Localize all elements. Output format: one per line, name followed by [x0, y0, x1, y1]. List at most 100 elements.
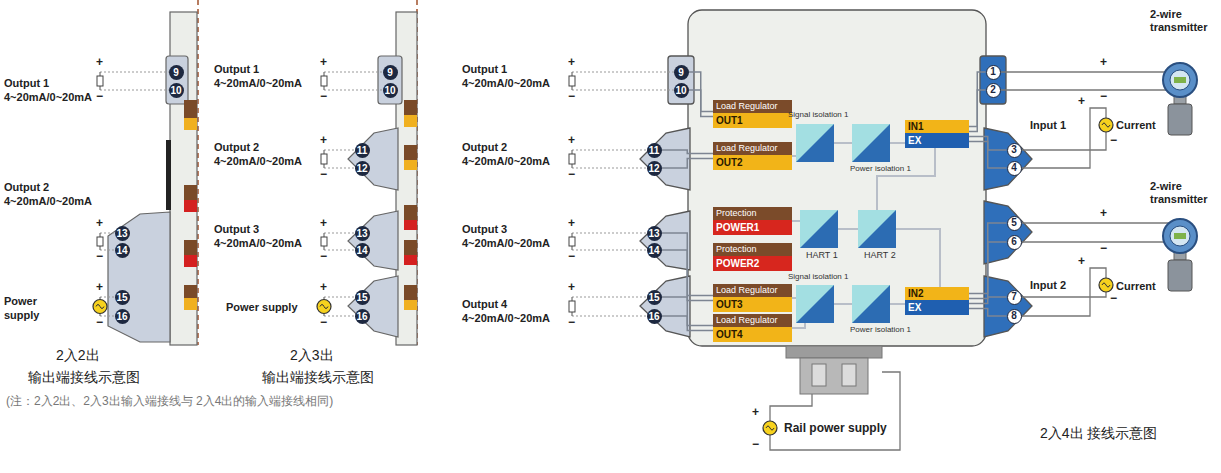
polarity-sign: + [320, 134, 327, 146]
drawing-part [404, 160, 417, 170]
resistor-symbol [569, 301, 575, 312]
signal-label: 4~20mA/0~20mA [214, 236, 302, 250]
terminal: 13 [647, 226, 662, 241]
drawing-part [348, 276, 398, 337]
terminal: 9 [383, 65, 398, 80]
drawing-part [770, 394, 812, 421]
signal-label: 4~20mA/0~20mA [4, 194, 92, 208]
figure-caption: 2入4出 接线示意图 [1040, 424, 1157, 442]
drawing-part [770, 372, 900, 450]
drawing-part [166, 140, 171, 210]
drawing-part [688, 10, 986, 346]
polarity-sign: + [320, 217, 327, 229]
terminal: 10 [674, 83, 689, 98]
connector [969, 309, 1007, 317]
drawing-part [842, 364, 856, 386]
block-tag: OUT2 [713, 155, 792, 170]
signal-label: Input 1 [1030, 118, 1066, 132]
polarity-sign: − [320, 90, 327, 102]
signal-label: Rail power supply [784, 421, 887, 435]
polarity-sign: + [96, 281, 103, 293]
signal-label: Output 1 [462, 62, 507, 76]
connector [662, 316, 714, 331]
drawing-part [1022, 292, 1107, 297]
signal-label: 4~20mA/0~20mA [4, 90, 92, 104]
signal-label: 4~20mA/0~20mA [214, 76, 302, 90]
block-tag: OUT4 [713, 327, 792, 342]
device-label: 2-wire transmitter [1150, 8, 1216, 34]
polarity-sign: + [568, 134, 575, 146]
terminal-number: 14 [116, 245, 127, 256]
power-supply-symbol [317, 300, 331, 314]
terminal: 9 [674, 65, 689, 80]
terminal: 15 [355, 290, 370, 305]
signal-label: Current [1116, 279, 1156, 293]
function-block: Load RegulatorOUT2 [713, 142, 792, 170]
polarity-sign: + [568, 217, 575, 229]
block-tag: OUT1 [713, 113, 792, 128]
terminal: 4 [1007, 161, 1022, 176]
polarity-sign: + [320, 281, 327, 293]
polarity-sign: − [568, 316, 575, 328]
terminal: 16 [115, 309, 130, 324]
signal-label: Output 2 [214, 140, 259, 154]
drawing-part [184, 100, 197, 118]
function-block: Load RegulatorOUT3 [713, 284, 792, 312]
terminal: 10 [383, 83, 398, 98]
part-label: Power isolation 1 [850, 164, 911, 174]
drawing-part [1022, 132, 1107, 150]
current-source-symbol [1099, 118, 1113, 132]
drawing-part [184, 255, 197, 267]
current-source-symbol [1099, 278, 1113, 292]
figure-caption: 2入2出 [56, 346, 100, 364]
resistor-symbol [569, 76, 575, 86]
terminal-number: 16 [648, 311, 659, 322]
terminal-number: 13 [648, 228, 659, 239]
terminal: 13 [355, 226, 370, 241]
block-heading: Load Regulator [713, 284, 792, 297]
drawing-part [834, 303, 852, 305]
polarity-sign: + [568, 281, 575, 293]
function-block: IN1EX [905, 120, 969, 148]
polarity-sign: − [752, 438, 759, 450]
resistor-symbol [321, 76, 327, 86]
drawing-part [1022, 268, 1107, 316]
terminal-number: 9 [678, 67, 684, 78]
terminal-number: 14 [356, 245, 367, 256]
terminal-number: 9 [387, 67, 393, 78]
connector [969, 242, 1007, 299]
terminal: 11 [355, 143, 370, 158]
terminal-number: 5 [1011, 217, 1017, 228]
drawing-part [852, 124, 890, 162]
block-tag: OUT3 [713, 297, 792, 312]
terminal-number: 4 [1011, 162, 1017, 173]
drawing-part [770, 72, 1169, 450]
signal-label: 4~20mA/0~20mA [462, 76, 550, 90]
polarity-sign: − [1110, 134, 1117, 146]
function-block: IN2EX [905, 287, 969, 315]
drawing-part [404, 300, 417, 310]
block-heading: IN1 [905, 120, 969, 133]
polarity-sign: − [568, 90, 575, 102]
terminal-number: 12 [648, 163, 659, 174]
polarity-sign: − [1100, 242, 1107, 254]
current-source-symbol [1102, 283, 1110, 287]
terminal: 16 [647, 309, 662, 324]
block-heading: Load Regulator [713, 100, 792, 113]
terminal-number: 15 [356, 292, 367, 303]
polarity-sign: + [1078, 95, 1085, 107]
polarity-sign: + [1078, 255, 1085, 267]
signal-label: Output 1 [214, 62, 259, 76]
signal-label: 4~20mA/0~20mA [462, 154, 550, 168]
terminal-number: 11 [357, 145, 368, 156]
power-supply-symbol [763, 421, 777, 435]
polarity-sign: − [320, 250, 327, 262]
part-label: Signal isolation 1 [788, 272, 848, 282]
signal-label: 4~20mA/0~20mA [462, 311, 550, 325]
connector [662, 250, 714, 301]
drawing-part [796, 124, 834, 162]
drawing-part [184, 185, 197, 200]
terminal-number: 10 [675, 85, 686, 96]
drawing-part [348, 128, 398, 190]
